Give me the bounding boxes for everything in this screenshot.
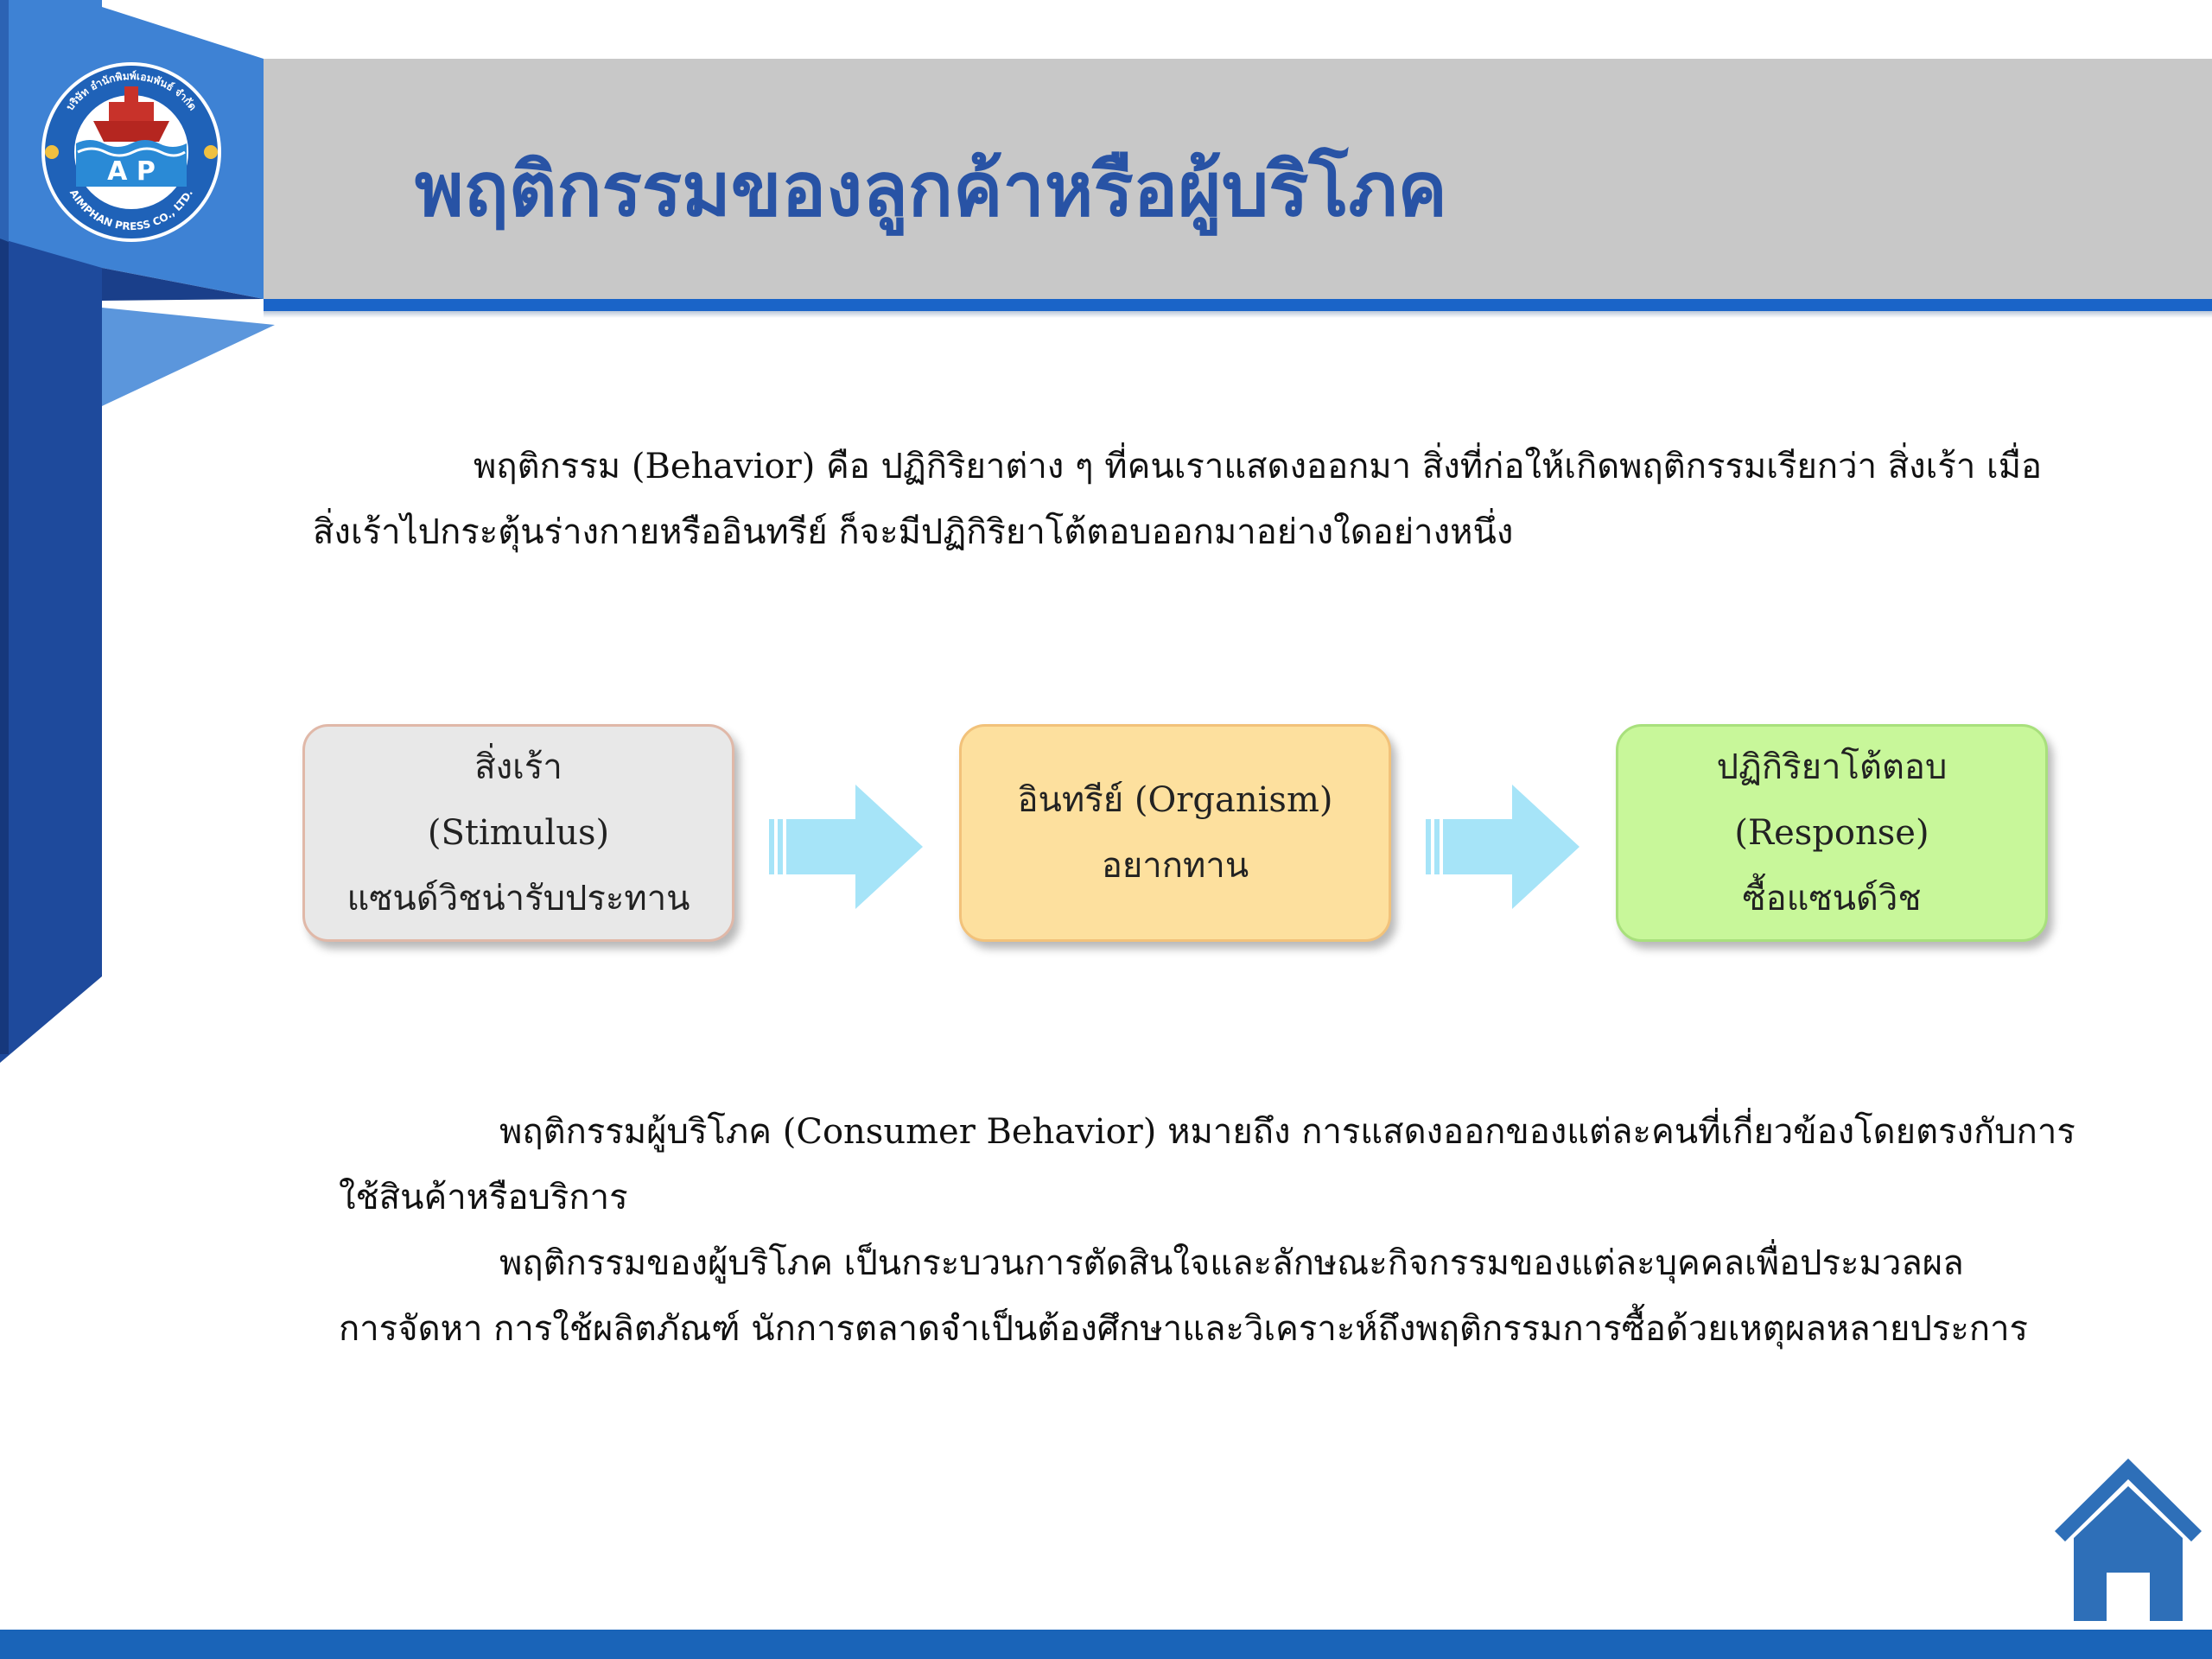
right-arrow-icon xyxy=(1426,785,1580,909)
home-icon[interactable] xyxy=(2053,1452,2203,1621)
intro-line-2: สิ่งเร้าไปกระตุ้นร่างกายหรืออินทรีย์ ก็จ… xyxy=(313,512,1514,552)
title-shadow xyxy=(264,311,2212,318)
response-title: ปฏิกิริยาโต้ตอบ xyxy=(1716,747,1948,787)
organism-example: อยากทาน xyxy=(1101,846,1249,886)
left-band-edge xyxy=(0,0,9,1054)
stimulus-example: แซนด์วิชน่ารับประทาน xyxy=(346,879,690,918)
title-underline xyxy=(264,299,2212,311)
stimulus-box: สิ่งเร้า (Stimulus) แซนด์วิชน่ารับประทาน xyxy=(302,724,734,942)
intro-paragraph: พฤติกรรม (Behavior) คือ ปฏิกิริยาต่าง ๆ … xyxy=(313,434,2042,565)
definition-line-2: ใช้สินค้าหรือบริการ xyxy=(339,1178,628,1217)
bottom-bar xyxy=(0,1630,2212,1659)
stimulus-title: สิ่งเร้า xyxy=(474,747,563,787)
definition-line-4: การจัดหา การใช้ผลิตภัณฑ์ นักการตลาดจำเป็… xyxy=(339,1309,2029,1349)
stimulus-english: (Stimulus) xyxy=(427,813,610,853)
definition-line-1: พฤติกรรมผู้บริโภค (Consumer Behavior) หม… xyxy=(499,1112,2075,1152)
definition-line-3: พฤติกรรมของผู้บริโภค เป็นกระบวนการตัดสิน… xyxy=(499,1243,1964,1283)
organism-title: อินทรีย์ (Organism) xyxy=(1017,780,1333,820)
page-title: พฤติกรรมของลูกค้าหรือผู้บริโภค xyxy=(415,146,1447,233)
title-bar xyxy=(264,59,2212,299)
organism-box: อินทรีย์ (Organism) อยากทาน xyxy=(959,724,1391,942)
response-example: ซื้อแซนด์วิช xyxy=(1742,879,1922,918)
left-band-cut xyxy=(0,976,102,1063)
right-arrow-icon xyxy=(769,785,923,909)
intro-line-1: พฤติกรรม (Behavior) คือ ปฏิกิริยาต่าง ๆ … xyxy=(474,447,2043,486)
response-english: (Response) xyxy=(1734,813,1929,853)
company-logo: A P บริษัท อำนักพิมพ์เอมพันธ์ จำกัด AIMP… xyxy=(41,62,221,242)
definitions-paragraph: พฤติกรรมผู้บริโภค (Consumer Behavior) หม… xyxy=(339,1099,2075,1362)
response-box: ปฏิกิริยาโต้ตอบ (Response) ซื้อแซนด์วิช xyxy=(1616,724,2048,942)
logo-initials: A P xyxy=(107,156,156,187)
